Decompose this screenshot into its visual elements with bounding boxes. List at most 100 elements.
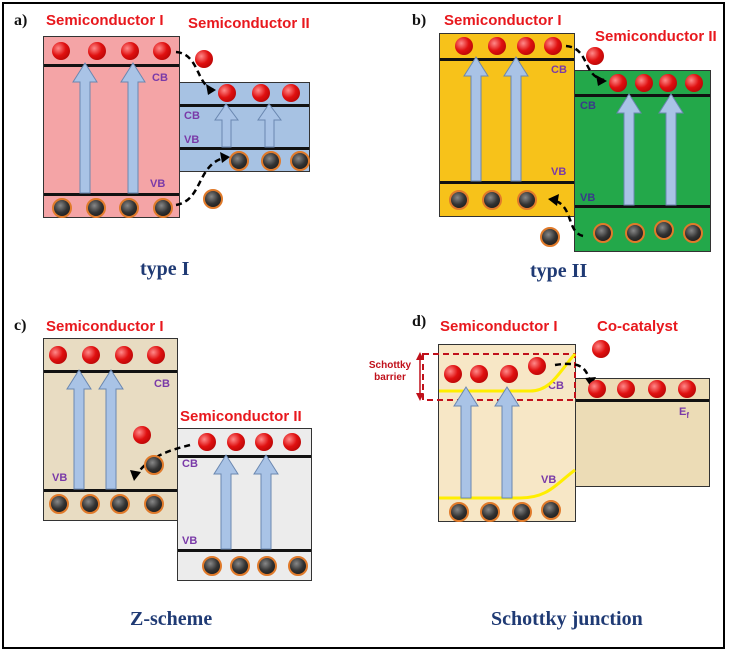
hole [202,556,222,576]
panel-a-excitation-arrow-1 [72,62,98,194]
hole [153,198,173,218]
panel-d-excitation-arrow-1 [453,386,479,499]
electron [659,74,677,92]
panel-a-excitation-arrow-3 [214,103,239,148]
panel-c-semiconductor-ii-block [177,428,312,581]
panel-b-right-title: Semiconductor II [595,28,717,45]
panel-a-cb-line-i [44,64,179,67]
panel-d-excitation-arrow-2 [494,386,520,499]
electron [153,42,171,60]
panel-b-vb-line-i [440,181,574,184]
panel-d-vb-label: VB [541,474,557,486]
panel-c-zscheme-transfer-arrow [134,443,191,476]
electron [147,346,165,364]
electron [455,37,473,55]
hole [80,494,100,514]
panel-a-left-title: Semiconductor I [46,12,164,29]
panel-d-label: d) [412,313,427,330]
panel-b-excitation-arrow-2 [503,56,529,182]
electron [588,380,606,398]
panel-d-left-title: Semiconductor I [440,318,558,335]
panel-c-excitation-arrow-2 [98,369,124,490]
panel-a-vb-line-ii [180,147,309,150]
panel-b-cb-line-i [440,58,574,61]
panel-a-vb-label-i: VB [150,178,166,190]
panel-b-left-title: Semiconductor I [444,12,562,29]
panel-c-vb-line-ii [178,549,311,552]
hole [517,190,537,210]
panel-a-vb-label-ii: VB [184,134,200,146]
hole [203,189,223,209]
panel-a-cb-label-i: CB [152,72,168,84]
hole [449,502,469,522]
electron [635,74,653,92]
electron [544,37,562,55]
electron [252,84,270,102]
electron [133,426,151,444]
hole [230,556,250,576]
panel-b-vb-line-ii [575,205,710,208]
electron [115,346,133,364]
hole [288,556,308,576]
electron [617,380,635,398]
panel-c-cb-label-i: CB [154,378,170,390]
electron [592,340,610,358]
hole [512,502,532,522]
electron [121,42,139,60]
hole [290,151,310,171]
panel-b-excitation-arrow-3 [616,93,642,206]
panel-b-cb-line-ii [575,94,710,97]
panel-b-vb-label-ii: VB [580,192,596,204]
panel-a-excitation-arrow-2 [120,62,146,194]
panel-a-right-title: Semiconductor II [188,15,310,32]
panel-a-label: a) [14,12,28,29]
panel-b-vb-label-i: VB [551,166,567,178]
panel-c-vb-label-ii: VB [182,535,198,547]
hole [257,556,277,576]
panel-c-caption: Z-scheme [130,608,213,630]
hole [144,455,164,475]
electron [517,37,535,55]
panel-a-cb-label-ii: CB [184,110,200,122]
panel-b-cb-label-ii: CB [580,100,596,112]
panel-b-label: b) [412,12,427,29]
panel-b-excitation-arrow-4 [658,93,684,206]
panel-d-vb-bent-band [439,468,576,500]
panel-d-fermi-level-line [576,399,709,402]
panel-d-ef-label: Ef [679,406,690,421]
electron [488,37,506,55]
panel-c-cb-label-ii: CB [182,458,198,470]
panel-c-excitation-arrow-4 [253,454,279,550]
hole [229,151,249,171]
electron [198,433,216,451]
panel-d-cb-bent-band [439,352,577,393]
electron [195,50,213,68]
panel-a-cb-line-ii [180,104,309,107]
electron [52,42,70,60]
hole [449,190,469,210]
hole [119,198,139,218]
panel-d-right-title: Co-catalyst [597,318,678,335]
hole [541,500,561,520]
electron [648,380,666,398]
hole [480,502,500,522]
electron [227,433,245,451]
panel-b-semiconductor-ii-block [574,70,711,252]
electron [444,365,462,383]
panel-a-excitation-arrow-4 [257,103,282,148]
hole [593,223,613,243]
electron [609,74,627,92]
panel-a-vb-line-i [44,193,179,196]
electron [500,365,518,383]
panel-d-caption: Schottky junction [491,608,643,630]
hole [49,494,69,514]
panel-c-excitation-arrow-1 [66,369,92,490]
hole [482,190,502,210]
electron [678,380,696,398]
